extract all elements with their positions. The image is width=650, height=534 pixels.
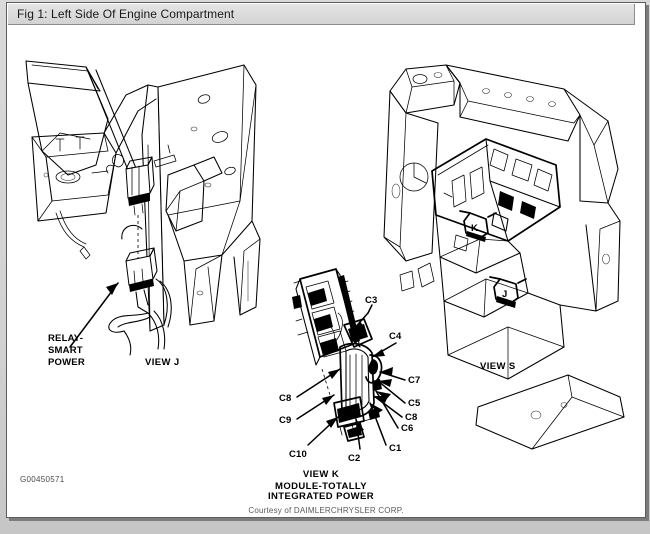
- callout-c3-label: C3: [365, 295, 378, 306]
- relay-smart-power-component: [121, 224, 158, 314]
- view-k-caption-line2: INTEGRATED POWER: [268, 491, 374, 502]
- callout-c2: [355, 418, 364, 450]
- relay-smart-power-label-line2: SMART: [48, 345, 83, 356]
- callout-c8-right-label: C8: [405, 412, 418, 423]
- callout-c4-label: C4: [389, 331, 402, 342]
- callout-c3: [351, 304, 373, 332]
- illustration-view-j: RELAY- SMART POWER VIEW J: [25, 60, 261, 368]
- view-j-label: VIEW J: [145, 357, 180, 368]
- callout-c5-label: C5: [408, 398, 421, 409]
- callout-c8-left-label: C8: [279, 393, 292, 404]
- diagram-canvas: RELAY- SMART POWER VIEW J: [8, 25, 645, 517]
- view-marker-k: K: [459, 210, 497, 242]
- callout-c8-right: [373, 395, 403, 418]
- callout-c9: [296, 394, 335, 420]
- view-k-caption-line1: MODULE-TOTALLY: [275, 481, 367, 492]
- view-s-label: VIEW S: [480, 361, 516, 372]
- figure-panel: Fig 1: Left Side Of Engine Compartment: [6, 2, 646, 518]
- callout-c1: [369, 402, 387, 446]
- relay-upper: [125, 156, 155, 216]
- figure-titlebar: Fig 1: Left Side Of Engine Compartment: [8, 4, 635, 25]
- callout-c10-label: C10: [289, 449, 307, 460]
- power-module-box: [431, 138, 561, 242]
- illustration-view-s: K J VIEW S: [383, 64, 625, 450]
- callout-relay-smart-power: [69, 282, 119, 348]
- callout-c9-label: C9: [279, 415, 292, 426]
- callout-c8-left: [296, 368, 341, 398]
- figure-title: Fig 1: Left Side Of Engine Compartment: [17, 7, 235, 21]
- callout-c6-label: C6: [401, 423, 414, 434]
- callout-c7: [379, 367, 406, 381]
- view-marker-k-letter: K: [471, 223, 478, 234]
- figure-credit: Courtesy of DAIMLERCHRYSLER CORP.: [248, 506, 403, 515]
- view-k-label: VIEW K: [303, 469, 339, 480]
- callout-c4: [371, 342, 397, 358]
- illustration-view-k: C3 C4 C7: [268, 268, 421, 502]
- callout-c2-label: C2: [348, 453, 361, 464]
- callout-c1-label: C1: [389, 443, 402, 454]
- tipm-module-body: [292, 268, 361, 366]
- relay-smart-power-label-line3: POWER: [48, 357, 85, 368]
- callout-c7-label: C7: [408, 375, 421, 386]
- view-marker-j: J: [489, 276, 527, 308]
- figure-reference-code: G00450571: [20, 475, 65, 484]
- callout-c10: [307, 416, 339, 446]
- view-marker-j-letter: J: [502, 289, 507, 300]
- relay-smart-power-label-line1: RELAY-: [48, 333, 83, 344]
- callout-c5: [377, 379, 406, 404]
